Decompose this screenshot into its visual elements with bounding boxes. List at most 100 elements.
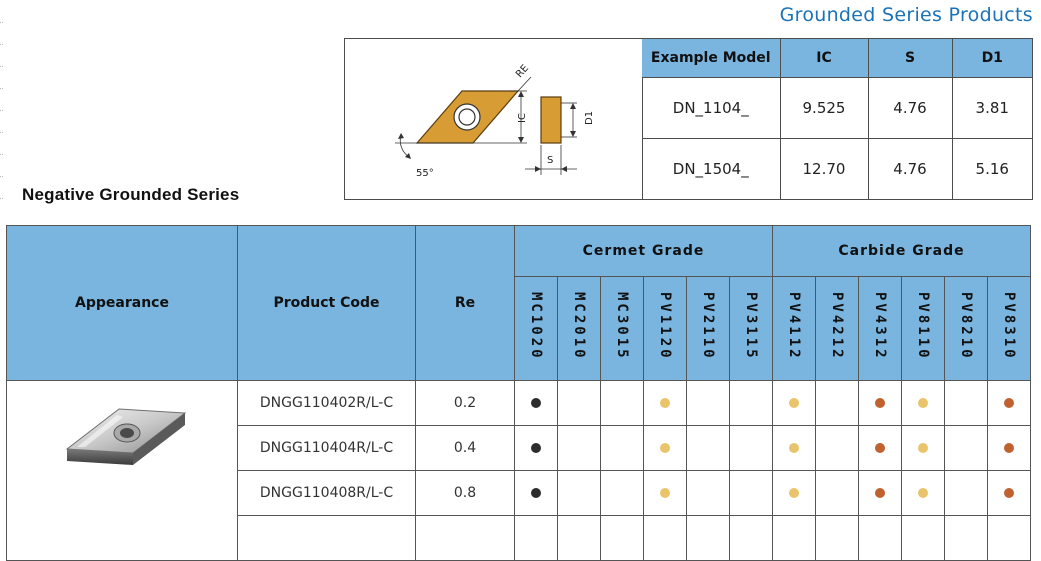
grade-label: PV4312	[872, 292, 888, 361]
spec-header-row: Example Model IC S D1	[642, 39, 1032, 78]
spec-cell-d1: 5.16	[951, 138, 1032, 200]
table-cell	[858, 515, 902, 561]
grade-availability-cell	[987, 425, 1031, 471]
spec-cell-s: 4.76	[867, 77, 953, 139]
table-cell	[729, 515, 773, 561]
grade-col-pv2110: PV2110	[686, 276, 730, 381]
grade-availability-cell	[987, 470, 1031, 516]
insert-diagram-svg: IC RE 55° D1 S	[395, 63, 595, 179]
grade-col-mc3015: MC3015	[600, 276, 644, 381]
ic-label: IC	[517, 113, 528, 123]
grade-availability-cell	[557, 425, 601, 471]
table-cell	[237, 515, 416, 561]
grade-col-pv3115: PV3115	[729, 276, 773, 381]
spec-cell-model: DN_1504_	[642, 138, 781, 200]
header-cermet-grade: Cermet Grade	[514, 225, 773, 277]
table-cell	[987, 515, 1031, 561]
re-cell: 0.8	[415, 470, 515, 516]
gold-dot-icon	[789, 443, 799, 453]
grade-availability-cell	[729, 470, 773, 516]
grade-availability-cell	[858, 470, 902, 516]
spec-header-model: Example Model	[642, 39, 781, 78]
grade-availability-cell	[514, 470, 558, 516]
grade-col-mc2010: MC2010	[557, 276, 601, 381]
grade-availability-cell	[557, 380, 601, 426]
grade-availability-cell	[901, 380, 945, 426]
grade-table: Appearance Product Code Re Cermet Grade …	[6, 225, 1031, 561]
section-title: Negative Grounded Series	[22, 185, 240, 204]
spec-panel: IC RE 55° D1 S	[344, 38, 1033, 200]
grade-availability-cell	[686, 425, 730, 471]
black-dot-icon	[531, 488, 541, 498]
grade-availability-cell	[729, 425, 773, 471]
gold-dot-icon	[789, 398, 799, 408]
spec-header-ic: IC	[779, 39, 869, 78]
d1-label: D1	[584, 111, 595, 125]
grade-availability-cell	[815, 470, 859, 516]
grade-availability-cell	[643, 470, 687, 516]
table-cell	[944, 515, 988, 561]
gold-dot-icon	[660, 443, 670, 453]
spec-header-s: S	[867, 39, 953, 78]
re-cell: 0.4	[415, 425, 515, 471]
grade-col-pv8310: PV8310	[987, 276, 1031, 381]
grade-label: PV8210	[958, 292, 974, 361]
header-appearance: Appearance	[6, 225, 238, 381]
table-cell	[686, 515, 730, 561]
re-label: RE	[514, 63, 531, 80]
left-margin-ticks	[0, 0, 4, 520]
product-code-cell: DNGG110404R/L-C	[237, 425, 416, 471]
gold-dot-icon	[918, 398, 928, 408]
black-dot-icon	[531, 443, 541, 453]
grade-availability-cell	[815, 380, 859, 426]
table-cell	[643, 515, 687, 561]
grade-availability-cell	[987, 380, 1031, 426]
product-code-cell: DNGG110402R/L-C	[237, 380, 416, 426]
copper-dot-icon	[1004, 398, 1014, 408]
grade-label: PV3115	[743, 292, 759, 361]
grade-availability-cell	[944, 425, 988, 471]
grade-availability-cell	[686, 470, 730, 516]
grade-availability-cell	[643, 425, 687, 471]
grade-availability-cell	[858, 380, 902, 426]
table-cell	[901, 515, 945, 561]
spec-table: Example Model IC S D1 DN_1104_ 9.525 4.7…	[642, 39, 1032, 200]
copper-dot-icon	[875, 488, 885, 498]
gold-dot-icon	[660, 398, 670, 408]
spec-cell-s: 4.76	[867, 138, 953, 200]
gold-dot-icon	[918, 443, 928, 453]
grade-subheader-row: MC1020 MC2010 MC3015 PV1120 PV2110 PV311…	[7, 276, 1031, 381]
grade-availability-cell	[729, 380, 773, 426]
grade-label: MC2010	[571, 292, 587, 361]
header-re: Re	[415, 225, 515, 381]
grade-col-pv8110: PV8110	[901, 276, 945, 381]
grade-header-row: Appearance Product Code Re Cermet Grade …	[6, 225, 1031, 381]
spec-row: DN_1104_ 9.525 4.76 3.81	[642, 77, 1032, 139]
grade-label: PV4112	[786, 292, 802, 361]
grade-col-pv1120: PV1120	[643, 276, 687, 381]
grade-col-pv4212: PV4212	[815, 276, 859, 381]
appearance-image-cell	[6, 380, 238, 561]
grade-col-pv8210: PV8210	[944, 276, 988, 381]
insert-side-view	[540, 96, 562, 144]
angle-label: 55°	[416, 168, 434, 179]
spec-header-d1: D1	[951, 39, 1032, 78]
spec-cell-d1: 3.81	[951, 77, 1032, 139]
spec-cell-ic: 9.525	[779, 77, 869, 139]
grade-availability-cell	[772, 380, 816, 426]
grade-availability-cell	[600, 470, 644, 516]
gold-dot-icon	[789, 488, 799, 498]
grade-label: MC1020	[528, 292, 544, 361]
page-header-title: Grounded Series Products	[779, 4, 1033, 26]
grade-availability-cell	[815, 425, 859, 471]
table-cell	[514, 515, 558, 561]
insert-dimension-diagram: IC RE 55° D1 S	[345, 39, 643, 199]
table-cell	[600, 515, 644, 561]
copper-dot-icon	[1004, 488, 1014, 498]
header-product-code: Product Code	[237, 225, 416, 381]
grade-availability-cell	[944, 470, 988, 516]
grade-availability-cell	[600, 380, 644, 426]
table-cell	[557, 515, 601, 561]
